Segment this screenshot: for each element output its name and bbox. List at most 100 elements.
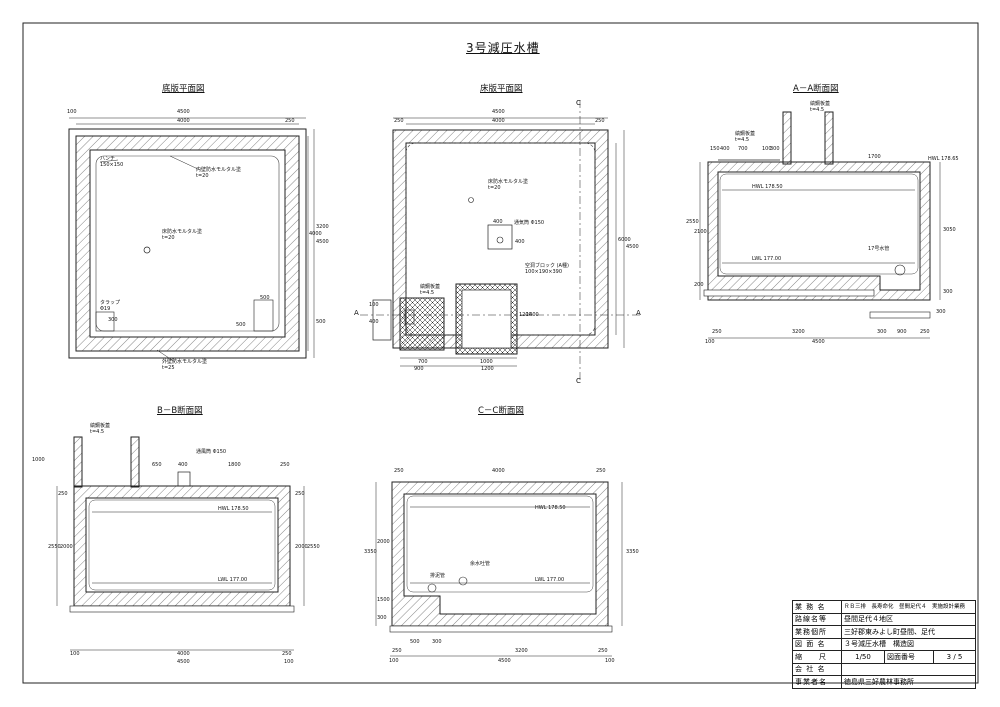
dim-label: 300 <box>936 309 946 315</box>
note-haunch-size: 150×150 <box>100 162 124 168</box>
section-bb-view <box>56 436 305 651</box>
dim-label: 4000 <box>177 651 190 657</box>
dim-label: 250 <box>282 651 292 657</box>
note-vent: 通風筒 Φ150 <box>196 449 227 455</box>
note-slab-t: t=20 <box>488 185 501 191</box>
dim-label: 400 <box>178 462 188 468</box>
title-block-row: 業務個所 三好郡東みよし町昼間、足代 <box>792 625 976 639</box>
note-steel: 縞鋼板蓋 <box>90 423 111 429</box>
note-steel-t: t=4.5 <box>810 107 825 113</box>
note-block: 空洞ブロック (A種) <box>525 263 569 269</box>
note-supply: 余水吐管 <box>470 561 491 567</box>
title-block-value <box>841 662 976 676</box>
dim-label: 150 <box>710 146 720 152</box>
dim-label: 2550 <box>48 544 61 550</box>
section-marker-a-left: A <box>354 309 359 317</box>
note-steel: 縞鋼板蓋 <box>420 284 441 290</box>
dim-label: 100 <box>705 339 715 345</box>
note-drain: 排泥管 <box>430 573 446 579</box>
dim-label: 4000 <box>177 118 190 124</box>
note-pipe: 17号水管 <box>868 246 890 252</box>
dim-label: 100 <box>762 146 772 152</box>
dim-label: 2000 <box>295 544 308 550</box>
lwl-label: LWL 177.00 <box>218 577 248 583</box>
title-block-label: 縮 尺 <box>792 650 842 664</box>
note-trap-size: Φ19 <box>100 306 111 312</box>
section-aa-view <box>699 111 941 339</box>
title-block-row: 業 務 名 ＲＢ三排 長寿命化 昼間足代４ 実施設計業務 <box>792 600 976 614</box>
dim-label: 4000 <box>309 231 322 237</box>
note-block-size: 100×190×390 <box>525 269 563 275</box>
dim-label: 500 <box>410 639 420 645</box>
drawing-number-value: 3 / 5 <box>933 650 976 664</box>
dim-label: 500 <box>236 322 246 328</box>
dim-label: 1000 <box>32 457 45 463</box>
dim-label: 250 <box>920 329 930 335</box>
dim-label: 3200 <box>792 329 805 335</box>
title-block-row: 図 面 名 ３号減圧水槽 構造図 <box>792 637 976 651</box>
title-block: 業 務 名 ＲＢ三排 長寿命化 昼間足代４ 実施設計業務 路線名等 昼間足代４地… <box>792 600 976 689</box>
dim-label: 1500 <box>377 597 390 603</box>
dim-label: 200 <box>694 282 704 288</box>
dim-label: 2550 <box>686 219 699 225</box>
title-block-label: 業 務 名 <box>792 600 842 614</box>
dim-label: 100 <box>70 651 80 657</box>
section-aa-title: A－A断面図 <box>793 84 839 94</box>
dim-label: 300 <box>877 329 887 335</box>
dim-label: 400 <box>493 219 503 225</box>
dim-label: 4500 <box>177 109 190 115</box>
scale-value: 1/50 <box>841 650 885 664</box>
dim-label: 1400 <box>526 312 539 318</box>
dim-label: 700 <box>418 359 428 365</box>
dim-label: 300 <box>770 146 780 152</box>
dim-label: 4500 <box>498 658 511 664</box>
dim-label: 3200 <box>515 648 528 654</box>
dim-label: 250 <box>596 468 606 474</box>
dim-label: 4500 <box>177 659 190 665</box>
dim-label: 100 <box>369 302 379 308</box>
note-steel-t: t=4.5 <box>90 429 105 435</box>
title-block-label: 業務個所 <box>792 625 842 639</box>
dim-label: 400 <box>720 146 730 152</box>
dim-label: 2100 <box>694 229 707 235</box>
note-trap: タラップ <box>100 300 121 306</box>
level-top-label: HWL 178.65 <box>928 156 959 162</box>
hwl-label: HWL 178.50 <box>535 505 566 511</box>
hwl-label: HWL 178.50 <box>752 184 783 190</box>
dim-label: 250 <box>394 118 404 124</box>
dim-label: 1200 <box>481 366 494 372</box>
dim-label: 4500 <box>812 339 825 345</box>
note-vent: 通気筒 Φ150 <box>514 220 545 226</box>
lwl-label: LWL 177.00 <box>752 256 782 262</box>
bottom-plan-title: 底版平面図 <box>162 84 205 94</box>
title-block-value: 徳島県三好農林事務所 <box>841 675 976 689</box>
note-steel-t: t=4.5 <box>420 290 435 296</box>
dim-label: 900 <box>414 366 424 372</box>
hwl-label: HWL 178.50 <box>218 506 249 512</box>
note-haunch: ハンチ <box>100 156 116 162</box>
dim-label: 6000 <box>618 237 631 243</box>
dim-label: 1000 <box>480 359 493 365</box>
dim-label: 250 <box>712 329 722 335</box>
dim-label: 250 <box>285 118 295 124</box>
drawing-number-label: 図面番号 <box>884 650 934 664</box>
dim-label: 4000 <box>492 468 505 474</box>
title-block-value: ＲＢ三排 長寿命化 昼間足代４ 実施設計業務 <box>841 600 976 614</box>
title-block-row: 縮 尺 1/50 図面番号 3 / 5 <box>792 650 976 664</box>
section-marker-a-right: A <box>636 309 641 317</box>
dim-label: 4500 <box>626 244 639 250</box>
dim-label: 2550 <box>307 544 320 550</box>
title-block-value: ３号減圧水槽 構造図 <box>841 637 976 651</box>
dim-label: 4500 <box>492 109 505 115</box>
dim-label: 100 <box>389 658 399 664</box>
section-marker-c-top: C <box>576 99 581 107</box>
title-block-label: 路線名等 <box>792 612 842 626</box>
dim-label: 250 <box>392 648 402 654</box>
lwl-label: LWL 177.00 <box>535 577 565 583</box>
title-block-row: 事業者名 徳島県三好農林事務所 <box>792 675 976 689</box>
dim-label: 4500 <box>316 239 329 245</box>
note-outer-wall: 外壁防水モルタル塗 <box>162 359 208 365</box>
dim-label: 3050 <box>943 227 956 233</box>
dim-label: 100 <box>67 109 77 115</box>
section-marker-c-bottom: C <box>576 377 581 385</box>
